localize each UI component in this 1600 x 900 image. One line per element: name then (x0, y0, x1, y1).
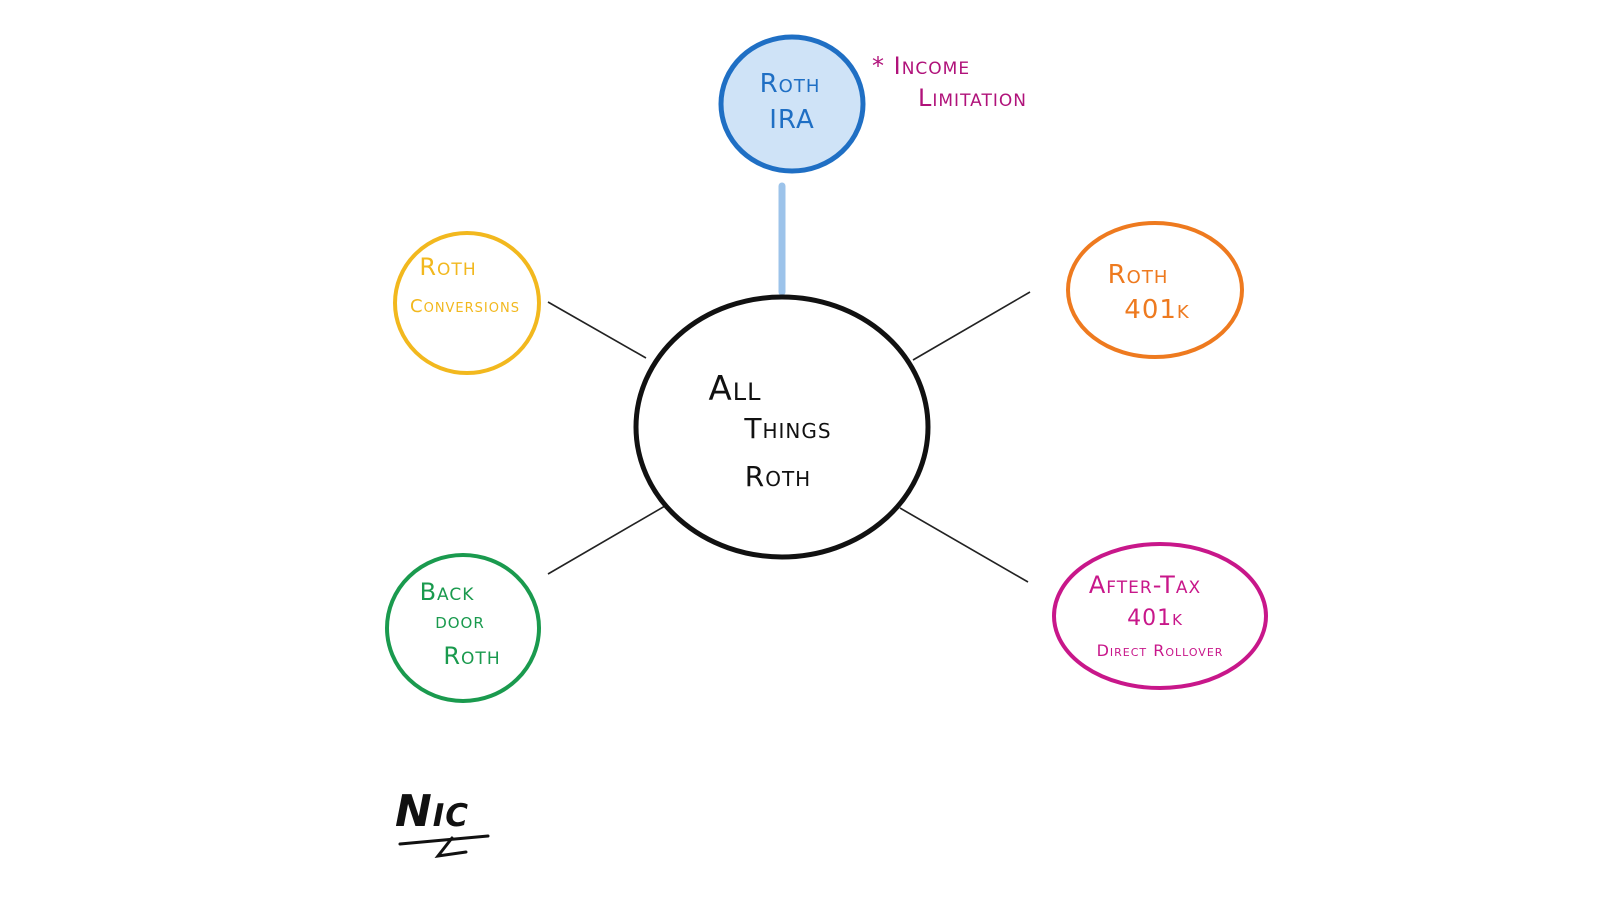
note-line-2: Limitation (918, 84, 1027, 112)
node-roth-ira-label-line-2: IRA (769, 105, 814, 135)
node-roth-401k: Roth 401k (1066, 221, 1244, 359)
node-roth-conversions-label-line-1: Roth (419, 253, 476, 281)
node-roth-ira: Roth IRA (718, 34, 866, 174)
income-limitation-note: * Income Limitation (872, 52, 1027, 112)
node-after-tax-401k: After-Tax 401k Direct Rollover (1052, 542, 1268, 690)
node-roth-401k-label-line-2: 401k (1124, 295, 1190, 325)
node-backdoor-roth-label-line-1: Back (420, 578, 475, 606)
node-backdoor-roth-circle (385, 553, 541, 703)
center-label-line-1: All (708, 369, 761, 409)
node-roth-conversions: Roth Conversions (393, 231, 541, 375)
connector-after-tax-401k (899, 507, 1029, 583)
node-roth-401k-circle (1066, 221, 1244, 359)
node-roth-conversions-circle (393, 231, 541, 375)
node-after-tax-401k-label-line-1: After-Tax (1089, 571, 1201, 599)
signature-flourish (434, 836, 468, 859)
connector-roth-401k (912, 291, 1031, 361)
signature-text: Nic (395, 786, 469, 837)
center-label-line-2: Things (743, 412, 831, 445)
node-roth-ira-circle (718, 34, 866, 174)
node-backdoor-roth: Back door Roth (385, 553, 541, 703)
center-node: All Things Roth (633, 294, 931, 560)
center-label-line-3: Roth (745, 460, 811, 493)
connectors (547, 182, 1031, 583)
center-circle (633, 294, 931, 560)
node-after-tax-401k-circle (1052, 542, 1268, 690)
signature-underline (398, 834, 490, 846)
node-backdoor-roth-label-line-3: Roth (443, 642, 500, 670)
connector-backdoor-roth (547, 505, 666, 575)
connector-roth-conversions (547, 301, 647, 359)
node-backdoor-roth-label-line-2: door (435, 609, 485, 634)
node-roth-ira-label-line-1: Roth (760, 69, 821, 99)
node-roth-401k-label-line-1: Roth (1108, 260, 1169, 290)
signature: Nic (395, 786, 490, 859)
node-after-tax-401k-label-line-3: Direct Rollover (1097, 641, 1224, 660)
note-line-1: * Income (872, 52, 970, 80)
node-after-tax-401k-label-line-2: 401k (1127, 606, 1183, 631)
node-roth-conversions-label-line-2: Conversions (410, 296, 520, 317)
